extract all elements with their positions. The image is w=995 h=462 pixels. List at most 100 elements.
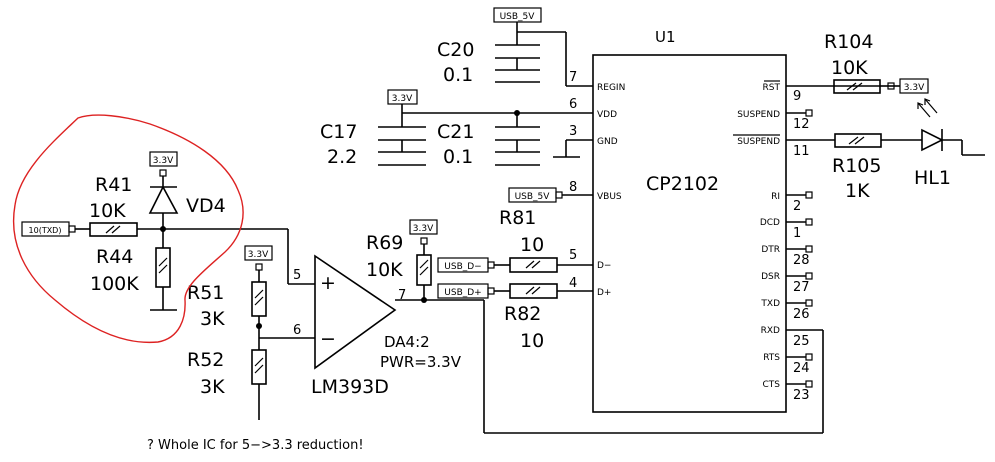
pin-num-27: 27 <box>793 280 810 295</box>
input-node-wires <box>137 226 315 311</box>
ic-ref: U1 <box>655 28 676 46</box>
pin-name-dsr: DSR <box>761 272 780 282</box>
r105-val: 1K <box>845 180 870 202</box>
pin-name-txd: TXD <box>760 299 780 309</box>
r82-val: 10 <box>520 330 544 352</box>
pin-num-5: 5 <box>569 248 577 263</box>
r51-val: 3K <box>200 308 225 330</box>
net-33v-r51-text: 3.3V <box>248 250 269 260</box>
rxd-feedback-wire <box>483 300 824 434</box>
pin-name-rst: RST <box>763 83 781 93</box>
pin-name-vbus: VBUS <box>597 192 622 202</box>
pin-name-regin: REGIN <box>597 83 625 93</box>
c17-val: 2.2 <box>327 146 357 168</box>
net-txd-in-text: 10(TXD) <box>29 226 62 235</box>
net-label-33v-r51 <box>244 245 273 261</box>
comp-ref: DA4:2 <box>384 333 430 351</box>
c17-ref: C17 <box>320 121 357 143</box>
diode-vd4 <box>148 176 179 229</box>
footnote: ? Whole IC for 5−>3.3 reduction! <box>147 438 364 453</box>
comp-minus-sign: − <box>320 328 336 350</box>
r44-val: 100K <box>90 273 139 295</box>
r41-ref: R41 <box>95 174 132 196</box>
net-label-33v-vd4 <box>149 151 178 167</box>
pin-name-suspend-bar: SUSPEND <box>737 137 780 147</box>
r69-val: 10K <box>366 259 403 281</box>
pin-num-28: 28 <box>793 253 810 268</box>
r52-ref: R52 <box>187 349 224 371</box>
pin-num-4: 4 <box>569 276 577 291</box>
net-usb-dp-text: USB_D+ <box>444 288 481 298</box>
pin-name-dminus: D− <box>597 261 611 271</box>
comp-plus-sign: + <box>320 272 336 294</box>
comp-pin-minus: 6 <box>293 323 301 338</box>
resistor-r44 <box>155 247 171 288</box>
hl1-ref: HL1 <box>914 167 951 189</box>
pin-name-ri: RI <box>771 192 780 202</box>
resistor-r41 <box>89 222 138 237</box>
regin-net <box>516 22 593 87</box>
net-33v-vdd-text: 3.3V <box>392 94 413 104</box>
pin-num-24: 24 <box>793 361 810 376</box>
pin-name-dtr: DTR <box>761 245 780 255</box>
net-usb5v-vbus-text: USB_5V <box>515 192 551 202</box>
ic-name: CP2102 <box>646 173 719 195</box>
r82-ref: R82 <box>504 303 541 325</box>
pin-num-23: 23 <box>793 388 810 403</box>
r51-ref: R51 <box>187 282 224 304</box>
net-33v-r104-text: 3.3V <box>904 83 925 93</box>
comp-name: LM393D <box>311 376 389 398</box>
divider-wires <box>256 270 315 420</box>
resistor-r69 <box>416 254 432 286</box>
comp-pin-out: 7 <box>398 288 406 303</box>
pin-name-rxd: RXD <box>761 326 780 336</box>
pin-num-7: 7 <box>569 70 577 85</box>
net-usb5v-top-text: USB_5V <box>500 12 536 22</box>
pin-num-6: 6 <box>569 97 577 112</box>
r44-ref: R44 <box>96 246 133 268</box>
vd4-ref: VD4 <box>186 195 226 217</box>
r81-val: 10 <box>520 234 544 256</box>
vdd-net <box>401 104 593 116</box>
net-33v-vd4-text: 3.3V <box>153 156 174 166</box>
comp-pin-plus: 5 <box>293 268 301 283</box>
c20-ref: C20 <box>437 39 474 61</box>
ground-symbol-gnd-pin <box>553 139 593 158</box>
net-33v-r69-text: 3.3V <box>413 224 434 234</box>
right-pin-stubs <box>786 85 880 388</box>
pin-num-9: 9 <box>793 89 801 104</box>
pin-num-8: 8 <box>569 180 577 195</box>
pin-name-cts: CTS <box>763 380 781 390</box>
comparator-output-net <box>395 285 484 303</box>
capacitor-c21 <box>495 113 540 166</box>
comp-pwr: PWR=3.3V <box>380 353 462 371</box>
red-annotation-loop <box>13 114 244 344</box>
net-usb-dm-text: USB_D− <box>444 262 481 272</box>
pin-name-dcd: DCD <box>760 218 780 228</box>
pin-num-3: 3 <box>569 124 577 139</box>
r105-ref: R105 <box>832 155 881 177</box>
r104-val: 10K <box>831 57 868 79</box>
c21-val: 0.1 <box>443 146 473 168</box>
pin-name-gnd: GND <box>597 137 618 147</box>
pin-num-26: 26 <box>793 307 810 322</box>
r104-ref: R104 <box>824 31 873 53</box>
resistor-r52 <box>251 349 267 385</box>
pin-num-2: 2 <box>793 199 801 214</box>
resistor-r81 <box>509 257 558 273</box>
led-hl1 <box>881 128 985 156</box>
resistor-r82 <box>509 283 558 299</box>
r69-ref: R69 <box>366 232 403 254</box>
r52-val: 3K <box>200 376 225 398</box>
cp2102-body <box>592 54 787 413</box>
pin-num-12: 12 <box>793 117 810 132</box>
led-light-arrows <box>917 98 938 118</box>
pin-num-1: 1 <box>793 226 801 241</box>
c21-ref: C21 <box>437 121 474 143</box>
pin-name-vdd: VDD <box>597 110 617 120</box>
pin-name-rts: RTS <box>763 353 780 363</box>
resistor-r105 <box>834 133 882 148</box>
r81-ref: R81 <box>499 207 536 229</box>
capacitor-c20 <box>495 32 540 83</box>
